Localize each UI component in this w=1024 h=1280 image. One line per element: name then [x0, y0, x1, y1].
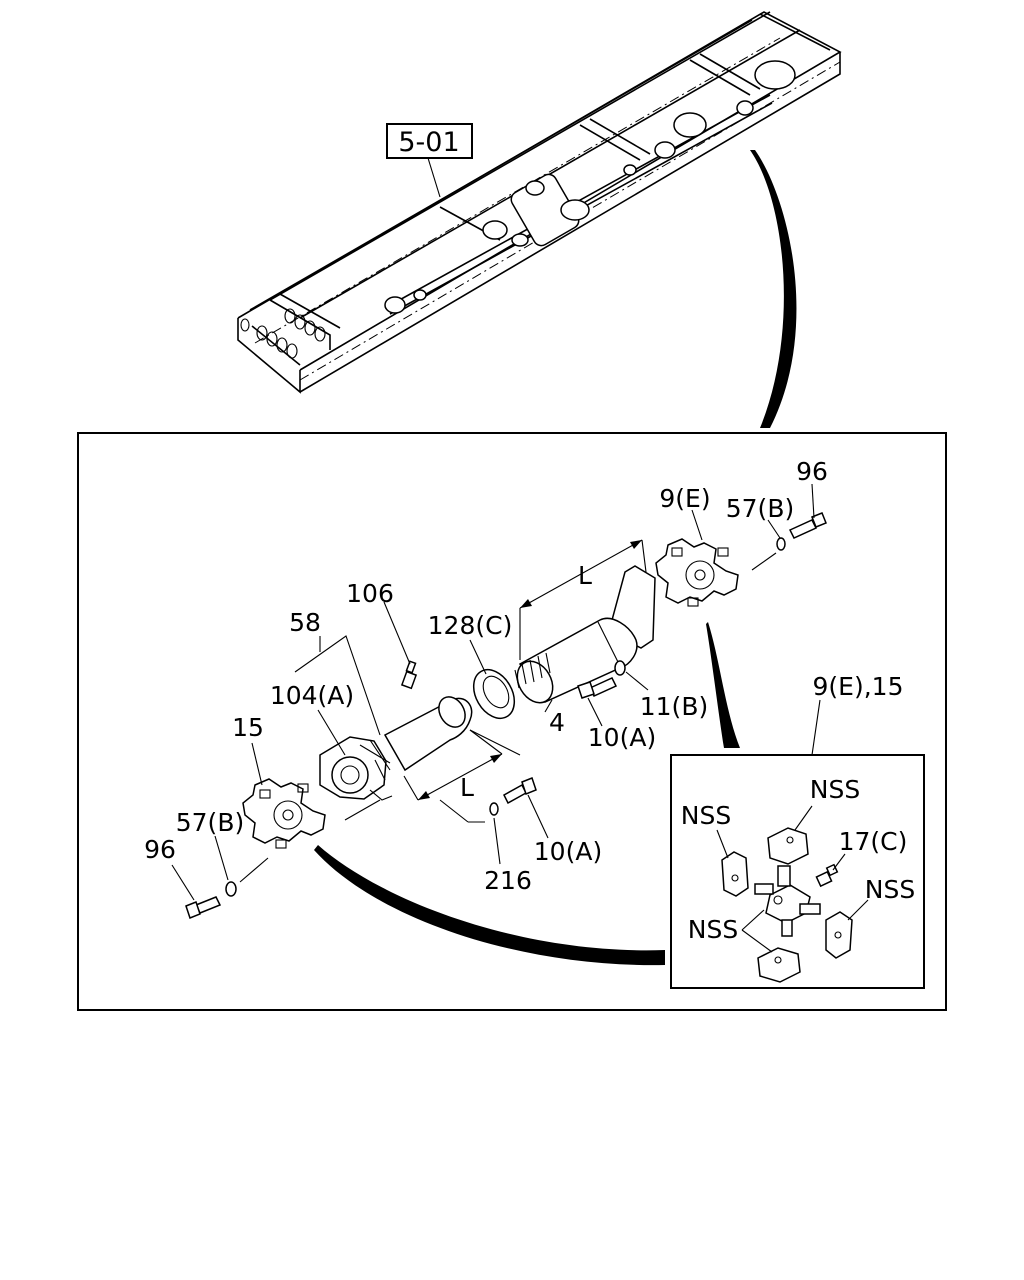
detail-frame — [77, 432, 947, 1011]
label-128c: 128(C) — [428, 611, 513, 640]
bolt-96-top — [788, 512, 827, 539]
seal-128c — [472, 669, 516, 719]
label-nss-2: NSS — [810, 775, 860, 804]
grease-nipple-106 — [400, 660, 418, 690]
slip-yoke-shaft-4 — [514, 565, 656, 704]
label-9e-15: 9(E),15 — [813, 672, 904, 701]
label-nss-4: NSS — [688, 915, 738, 944]
label-216: 216 — [484, 866, 532, 895]
universal-joint-left — [242, 778, 326, 849]
dimension-L-top — [519, 539, 647, 660]
label-4: 4 — [549, 708, 565, 737]
universal-joint-right — [655, 538, 739, 607]
washer-11b — [614, 660, 626, 676]
label-nss-1: NSS — [681, 801, 731, 830]
washer-216 — [489, 802, 499, 816]
label-57b-bottom: 57(B) — [176, 808, 244, 837]
spider-cross-15 — [754, 865, 821, 937]
frame-driveline-components — [384, 60, 796, 314]
label-57b-top: 57(B) — [726, 494, 794, 523]
bolt-10a-mid — [577, 677, 618, 699]
frame-holes — [240, 308, 326, 359]
bearing-cap-nss-b — [721, 851, 749, 897]
label-58: 58 — [289, 608, 321, 637]
callout-swoosh-top — [750, 150, 797, 428]
inset-frame — [670, 754, 925, 989]
bolt-10a-bottom — [503, 777, 537, 805]
lock-washer-57b-top — [776, 537, 786, 551]
reference-box-5-01: 5-01 — [386, 123, 473, 198]
label-L-bottom: L — [460, 773, 474, 802]
leader-lines — [171, 483, 815, 901]
bolt-96-bottom — [185, 896, 222, 919]
label-L-top: L — [578, 561, 592, 590]
label-nss-3: NSS — [865, 875, 915, 904]
bearing-cap-nss-a — [767, 827, 809, 865]
dimension-L-bottom — [344, 729, 521, 823]
label-17c: 17(C) — [839, 827, 908, 856]
label-10a-bottom: 10(A) — [534, 837, 602, 866]
part-labels: 96 9(E) 57(B) 106 58 128(C) L 104(A) 4 1… — [144, 457, 915, 944]
label-104a: 104(A) — [270, 681, 354, 710]
label-106: 106 — [346, 579, 394, 608]
label-15: 15 — [232, 713, 264, 742]
label-96-top: 96 — [796, 457, 828, 486]
label-96-bottom: 96 — [144, 835, 176, 864]
label-11b: 11(B) — [640, 692, 708, 721]
chassis-frame-illustration — [237, 11, 842, 394]
reference-label: 5-01 — [398, 127, 459, 158]
callout-swoosh-mid — [706, 622, 740, 748]
label-10a-mid: 10(A) — [588, 723, 656, 752]
bearing-cap-nss-c — [825, 911, 853, 959]
bearing-cap-nss-d — [757, 947, 801, 983]
callout-swoosh-bottom — [314, 845, 665, 966]
sleeve-yoke-58 — [319, 696, 473, 801]
label-9e-top: 9(E) — [659, 484, 710, 513]
lock-washer-57b-bottom — [225, 881, 237, 897]
